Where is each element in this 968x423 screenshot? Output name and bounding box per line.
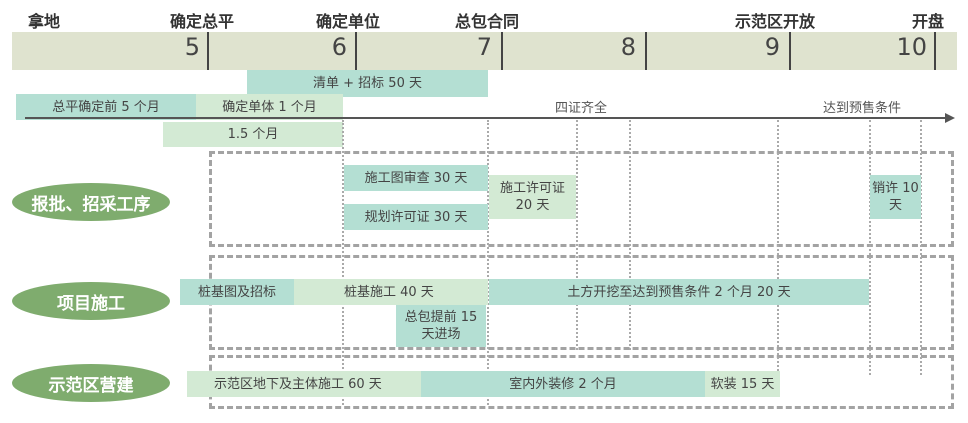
dotted-guide [576,120,578,350]
milestone-kaipan: 开盘 [912,12,945,31]
month-10: 10 [896,33,927,61]
bar-shigong-xuke: 施工许可证 20 天 [489,175,576,219]
bar-danti: 确定单体 1 个月 [196,94,343,120]
month-5: 5 [184,33,200,61]
bar-shigongtu: 施工图审查 30 天 [344,165,488,191]
lane-label-construction: 项目施工 [12,282,170,320]
bar-zongbao-jinchang: 总包提前 15 天进场 [396,305,486,347]
month-9: 9 [764,33,780,61]
month-divider [789,32,791,70]
milestone-shifanqu: 示范区开放 [735,12,816,31]
bar-guihua: 规划许可证 30 天 [344,204,488,230]
month-divider [501,32,503,70]
bar-zongping: 总平确定前 5 个月 [16,94,196,120]
milestone-zongbao: 总包合同 [455,12,520,31]
dotted-guide [629,120,631,350]
dotted-guide [777,120,779,375]
milestone-zongping: 确定总平 [170,12,235,31]
note-yushou: 达到预售条件 [823,101,902,116]
month-divider [207,32,209,70]
bar-zhuji-tu: 桩基图及招标 [180,279,294,305]
month-7: 7 [476,33,492,61]
arrow-head-icon [945,113,955,123]
lane-label-approval: 报批、招采工序 [12,183,170,221]
note-sizheng: 四证齐全 [555,101,608,116]
bar-xiaoxu: 销许 10 天 [870,175,921,219]
timeline-axis [25,117,947,119]
dotted-guide [869,120,871,375]
month-divider [934,32,936,70]
lane-label-showroom: 示范区营建 [12,364,170,402]
month-band [12,32,957,70]
bar-ruanzhuang: 软装 15 天 [705,371,780,397]
bar-qingdan-zhaobiao: 清单 + 招标 50 天 [247,70,488,97]
dotted-guide [487,120,489,405]
bar-zhuji-shigong: 桩基施工 40 天 [294,279,488,305]
lane-box-approval [209,151,954,247]
bar-tufang: 土方开挖至达到预售条件 2 个月 20 天 [489,279,869,305]
bar-shifanqu-zhuti: 示范区地下及主体施工 60 天 [187,371,421,397]
dotted-guide [920,120,922,375]
milestone-nadi: 拿地 [28,12,61,31]
month-8: 8 [620,33,636,61]
bar-1-5-months: 1.5 个月 [163,122,343,147]
milestone-danwei: 确定单位 [316,12,381,31]
month-divider [645,32,647,70]
month-divider [355,32,357,70]
dotted-guide [342,120,344,405]
bar-zhuangxiu: 室内外装修 2 个月 [421,371,705,397]
month-6: 6 [331,33,347,61]
